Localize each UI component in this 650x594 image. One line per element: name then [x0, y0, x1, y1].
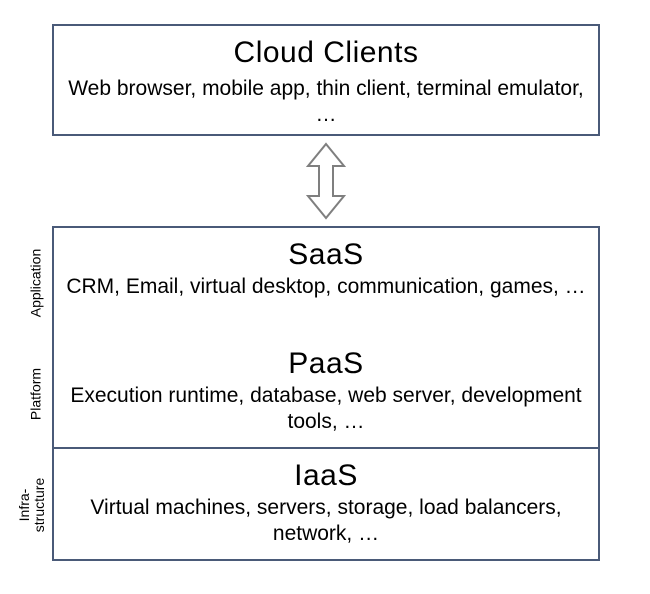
iaas-title: IaaS [294, 459, 358, 492]
cloud-clients-title: Cloud Clients [233, 36, 419, 69]
iaas-description: Virtual machines, servers, storage, load… [90, 496, 562, 545]
cloud-clients-description: Web browser, mobile app, thin client, te… [68, 77, 584, 126]
saas-layer-box: SaaS CRM, Email, virtual desktop, commun… [52, 226, 600, 339]
application-side-label: Application [27, 248, 44, 318]
platform-side-label: Platform [27, 367, 44, 421]
paas-title: PaaS [288, 347, 364, 380]
infrastructure-side-label: Infra- structure [16, 477, 47, 533]
saas-title: SaaS [288, 238, 364, 271]
saas-description: CRM, Email, virtual desktop, communicati… [66, 275, 586, 298]
paas-description: Execution runtime, database, web server,… [70, 384, 582, 433]
iaas-layer-box: IaaS Virtual machines, servers, storage,… [52, 449, 600, 561]
paas-layer-box: PaaS Execution runtime, database, web se… [52, 337, 600, 449]
cloud-clients-box: Cloud Clients Web browser, mobile app, t… [52, 24, 600, 136]
double-headed-arrow-icon [305, 142, 347, 220]
